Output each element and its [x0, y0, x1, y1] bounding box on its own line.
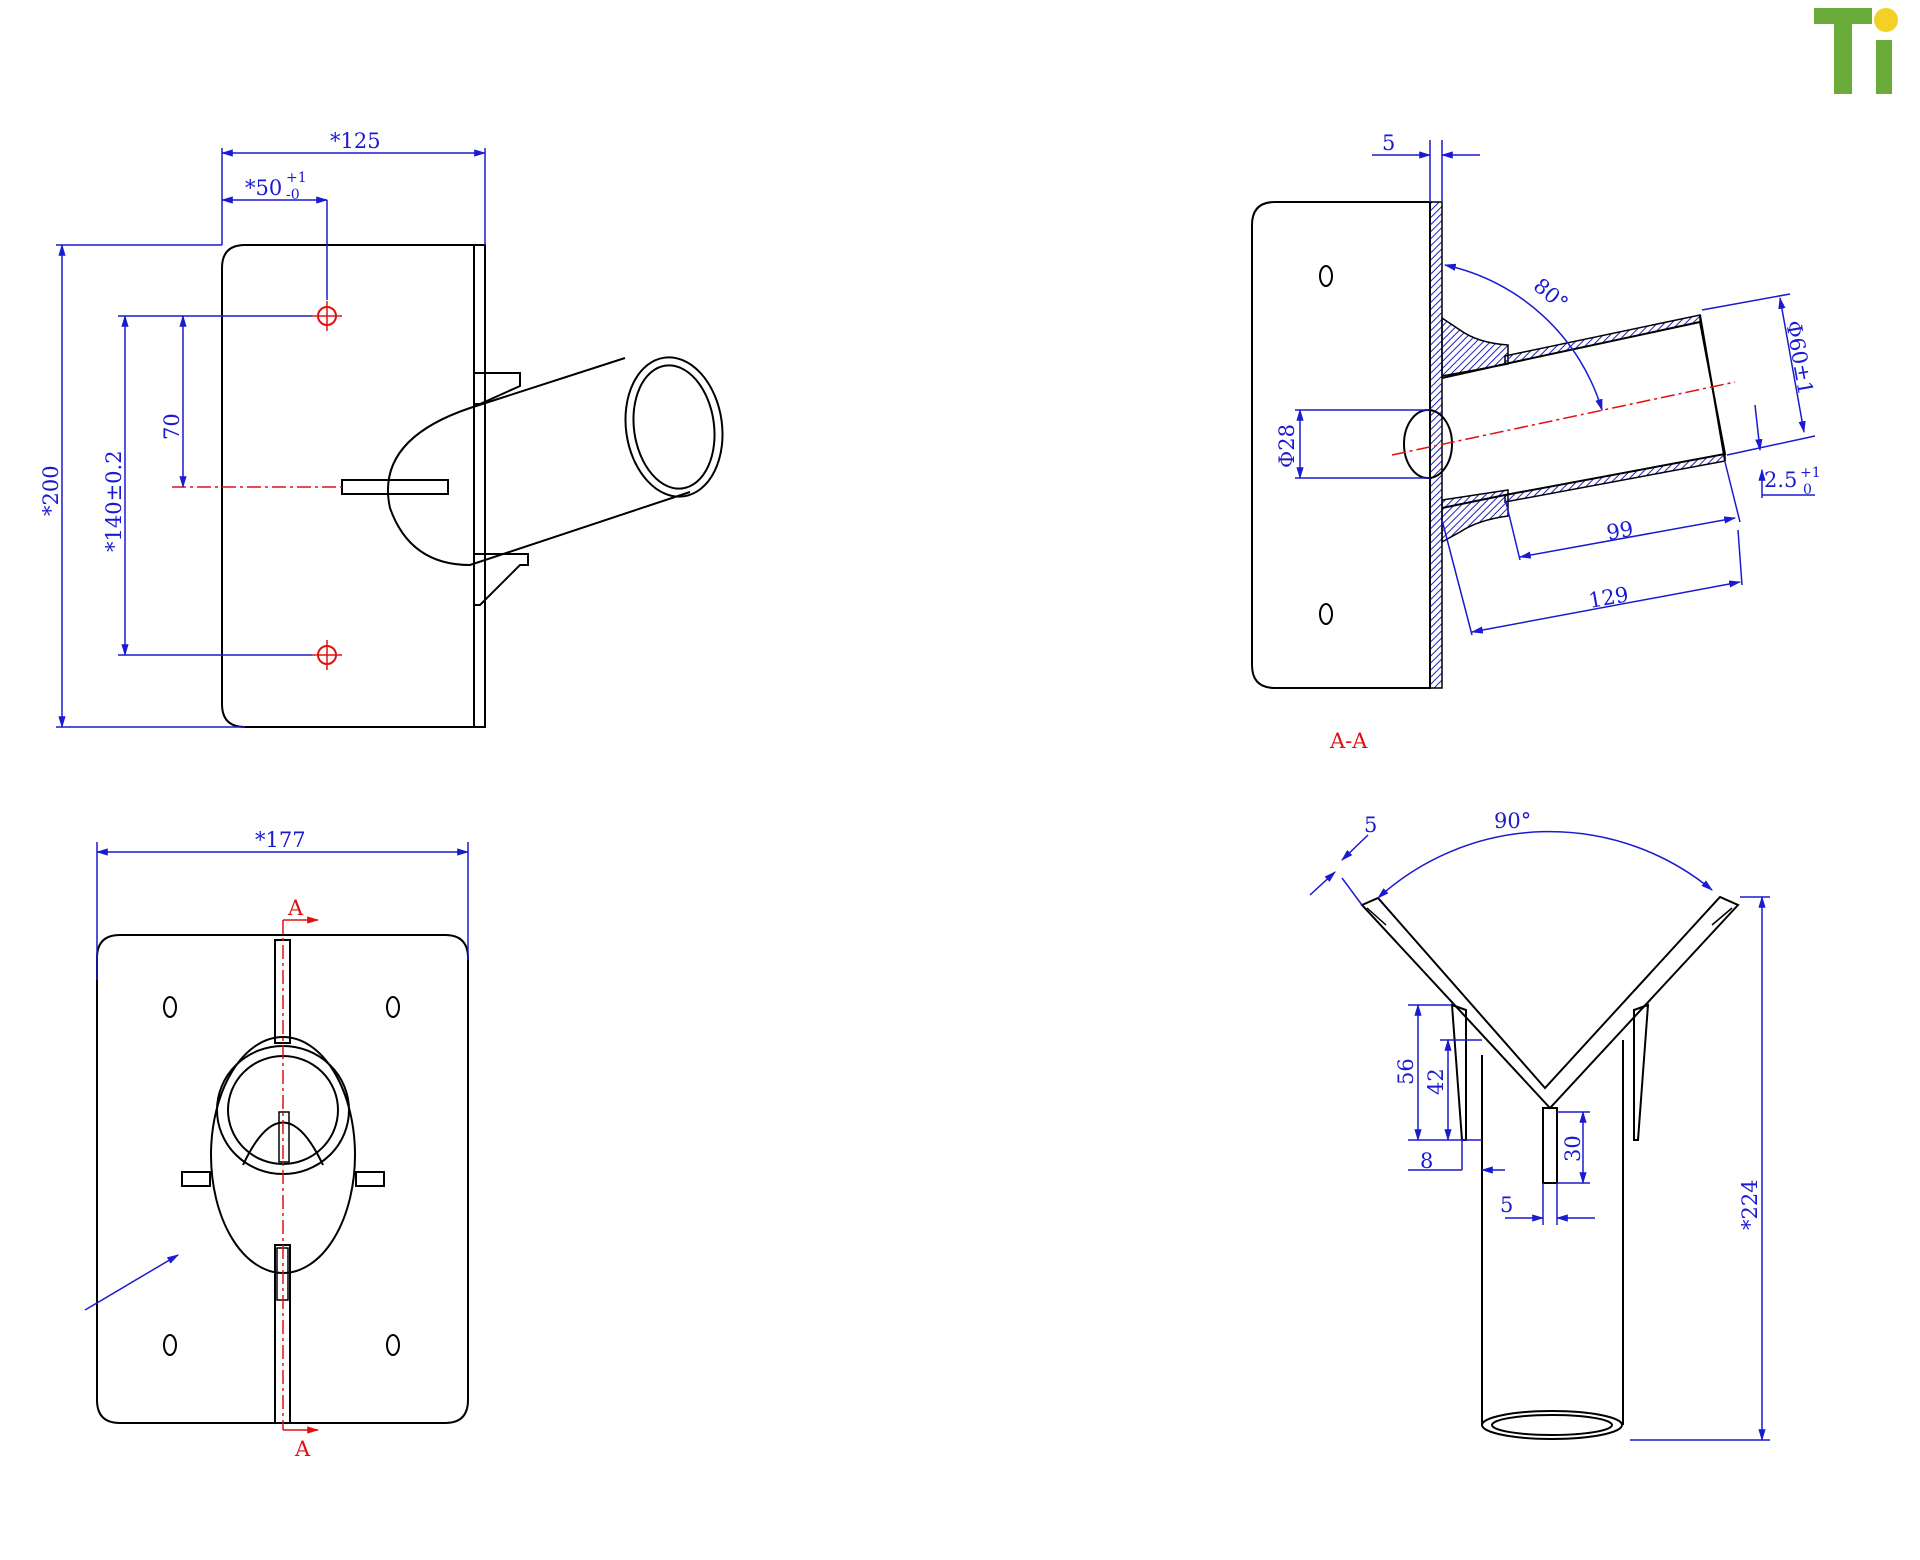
section-view [1251, 201, 1736, 689]
bottom-view [96, 916, 469, 1434]
vee-view [1360, 895, 1740, 1440]
dim-width-125: *125 [330, 129, 381, 153]
dim-56: 56 [1394, 1058, 1418, 1085]
dim-center-70: 70 [160, 413, 184, 440]
dim-hole-diameter-28: Φ28 [1275, 424, 1299, 468]
dim-width-177: *177 [255, 828, 306, 852]
section-view-dimensions [1295, 140, 1816, 636]
pipe-end-outer [624, 356, 724, 498]
section-mark-top: A [287, 896, 304, 920]
bottom-hole-bl [163, 1334, 177, 1356]
dim-wall-2-5: 2.5 [1764, 468, 1797, 492]
pipe-wall-upper [1504, 314, 1701, 365]
gusset-bottom [473, 553, 529, 606]
dim-wall-tol-lower: 0 [1803, 482, 1812, 498]
dim-vee-angle-90: 90° [1494, 809, 1531, 833]
section-label: A-A [1329, 729, 1368, 753]
bottom-hole-br [386, 1334, 400, 1356]
vee-pipe-end-inner [1491, 1414, 1613, 1436]
section-plate-outline [1251, 201, 1431, 689]
mounting-hole-bottom [312, 640, 342, 670]
dim-overall-224: *224 [1738, 1179, 1762, 1230]
vee-gusset-left [1450, 1003, 1467, 1141]
bottom-hole-tl [163, 996, 177, 1018]
pipe-body [386, 357, 691, 567]
dim-total-length-129: 129 [1587, 582, 1631, 613]
dim-pipe-diameter-60: Φ60±1 [1781, 319, 1818, 397]
vee-fin [1542, 1107, 1558, 1184]
dim-offset-tol-lower: -0 [286, 187, 300, 203]
vee-pipe-end-outer [1481, 1410, 1623, 1440]
dim-30: 30 [1561, 1135, 1585, 1162]
dim-offset-50: *50 [245, 176, 282, 200]
section-mark-bottom: A [294, 1437, 311, 1461]
pipe-end-inner [632, 364, 716, 490]
bottom-view-dimensions [84, 842, 470, 1311]
gusset-top [473, 372, 521, 405]
front-view-dimensions [56, 148, 487, 729]
dim-wall-tol-upper: +1 [1800, 465, 1821, 481]
weld-upper-hatch [1441, 316, 1509, 377]
brand-logo [1814, 8, 1898, 94]
vee-view-dimensions [1309, 830, 1770, 1442]
bottom-plate-outline [96, 934, 469, 1424]
weld-lower-hatch [1441, 489, 1509, 544]
front-view [172, 244, 724, 728]
dim-height-200: *200 [39, 465, 63, 516]
vee-pipe-body [1481, 1040, 1624, 1425]
dim-8: 8 [1420, 1149, 1433, 1173]
dim-vee-thickness-5: 5 [1364, 813, 1377, 837]
vee-gusset-right [1633, 1003, 1650, 1141]
left-tab [181, 1171, 211, 1187]
center-fin [341, 479, 449, 495]
section-hole-bottom [1319, 603, 1333, 625]
pipe-wall-lower [1504, 453, 1726, 503]
dim-offset-tol-upper: +1 [286, 170, 307, 186]
right-tab [355, 1171, 385, 1187]
pipe-section-end [1699, 314, 1726, 462]
dim-42: 42 [1424, 1068, 1448, 1095]
dim-hole-spacing-140: *140±0.2 [102, 450, 126, 552]
dim-inner-length-99: 99 [1605, 517, 1635, 545]
dim-plate-thickness-5: 5 [1382, 131, 1395, 155]
mounting-hole-top [312, 301, 342, 331]
section-hole-top [1319, 265, 1333, 287]
dim-slot-5: 5 [1500, 1193, 1513, 1217]
bottom-hole-tr [386, 996, 400, 1018]
